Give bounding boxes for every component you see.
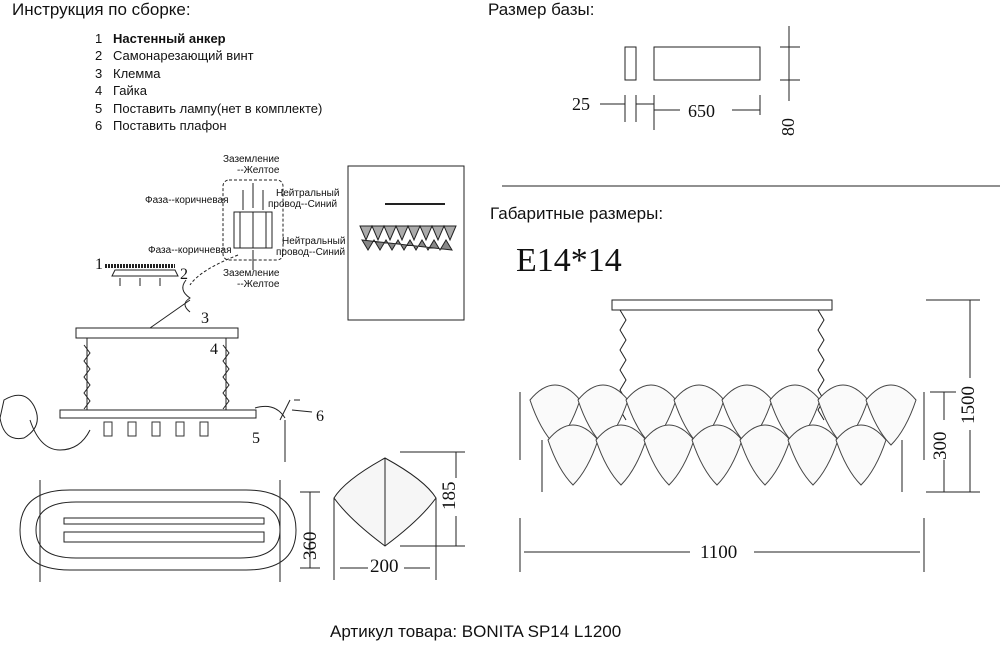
shade-detail — [333, 451, 465, 580]
ceiling-mount — [105, 264, 191, 329]
dim-25: 25 — [572, 94, 590, 114]
callout-2: 2 — [180, 266, 188, 283]
lamp-spec: E14*14 — [516, 242, 622, 279]
product-thumbnail — [347, 165, 465, 321]
overall-drawing — [519, 299, 980, 572]
wiring-phase-bottom: Фаза--коричневая — [148, 245, 232, 256]
wiring-box — [189, 179, 284, 286]
wiring-phase-top: Фаза--коричневая — [145, 195, 229, 206]
product-article: Артикул товара: BONITA SP14 L1200 — [330, 622, 622, 641]
dim-650: 650 — [688, 101, 715, 121]
base-drawing — [600, 26, 800, 130]
top-view — [19, 480, 320, 582]
callout-6: 6 — [316, 408, 324, 425]
wiring-ground-top: Заземление--Желтое — [223, 154, 280, 176]
callout-5: 5 — [252, 430, 260, 447]
callout-4: 4 — [210, 341, 218, 358]
callout-3: 3 — [201, 310, 209, 327]
front-assembly — [0, 327, 313, 462]
assembly-title: Инструкция по сборке: — [12, 0, 191, 19]
base-size-title: Размер базы: — [488, 0, 595, 19]
dim-200: 200 — [370, 556, 399, 577]
callout-1: 1 — [95, 256, 103, 273]
dim-1100: 1100 — [700, 542, 738, 563]
wiring-ground-bottom: Заземление--Желтое — [223, 268, 280, 290]
overall-size-title: Габаритные размеры: — [490, 204, 664, 223]
